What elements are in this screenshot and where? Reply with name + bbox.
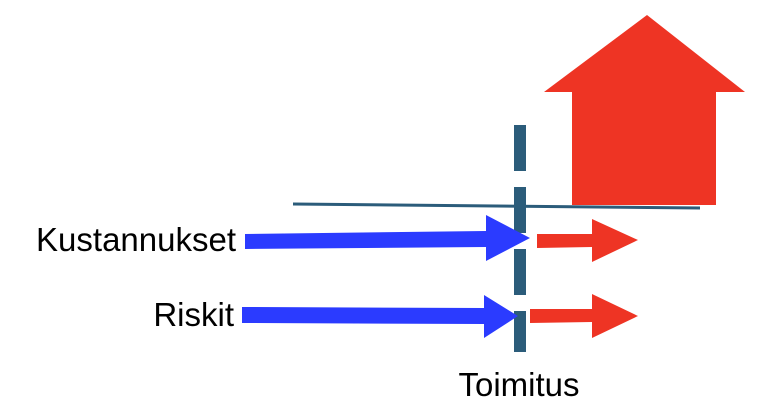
risks-blue-arrow-icon: [242, 295, 518, 338]
costs-blue-arrow-icon: [245, 215, 530, 261]
risks-red-arrow-icon: [530, 294, 638, 338]
costs-red-arrow-icon: [537, 219, 638, 262]
baseline: [292, 202, 701, 210]
label-costs: Kustannukset: [36, 221, 236, 258]
label-risks: Riskit: [153, 296, 234, 333]
label-delivery: Toimitus: [458, 366, 579, 403]
big-red-up-arrow-icon: [544, 15, 745, 205]
